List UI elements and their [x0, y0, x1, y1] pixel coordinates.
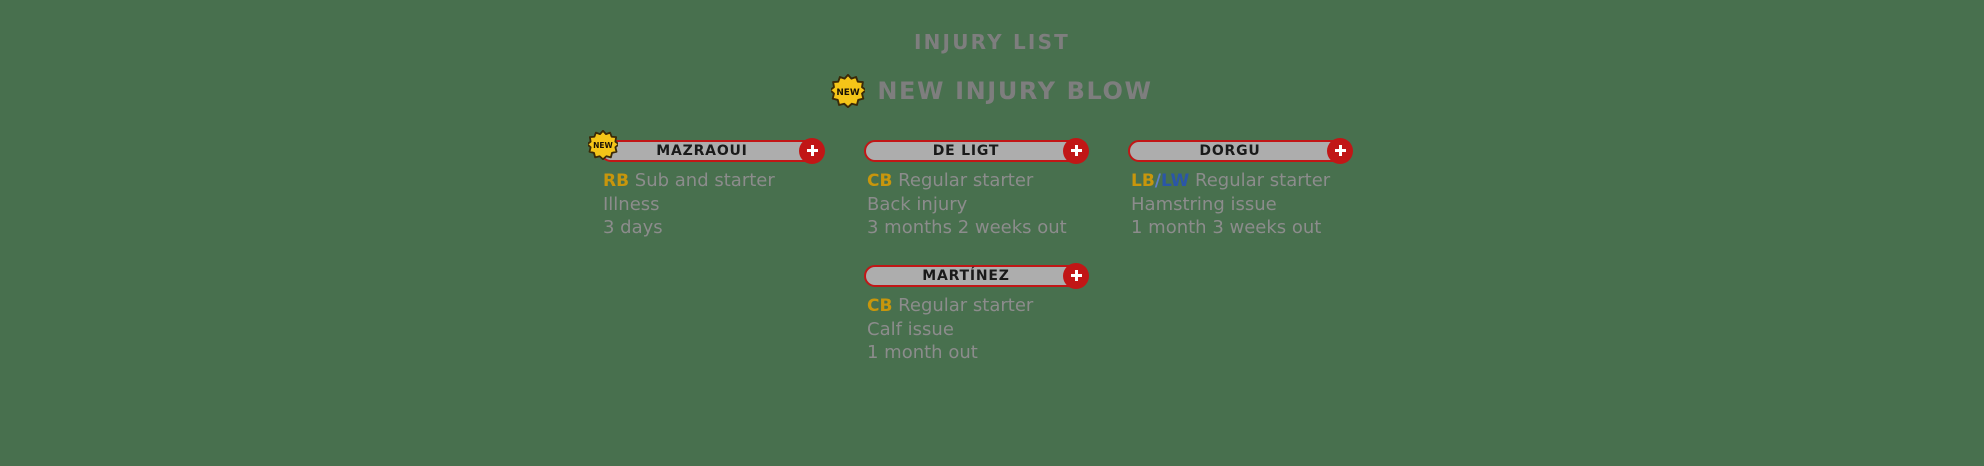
player-role: Regular starter: [898, 170, 1034, 191]
player-nameplate[interactable]: MARTÍNEZ: [864, 263, 1089, 289]
page-title: INJURY LIST: [913, 30, 1071, 54]
new-starburst-icon: NEW: [831, 74, 866, 108]
player-role: Regular starter: [1195, 170, 1331, 191]
injury-duration: 1 month 3 weeks out: [1131, 217, 1322, 238]
medical-cross-icon: [799, 138, 825, 164]
player-name: MAZRAOUI: [656, 143, 748, 159]
injury-type: Calf issue: [867, 319, 954, 340]
player-role: Regular starter: [898, 295, 1034, 316]
injury-type: Hamstring issue: [1131, 194, 1277, 215]
medical-cross-icon: [1063, 138, 1089, 164]
medical-cross-icon: [1327, 138, 1353, 164]
svg-text:NEW: NEW: [593, 141, 613, 150]
injury-card[interactable]: DE LIGT CB Regular starter Back injury 3…: [864, 138, 1122, 239]
position-role-line: RB Sub and starter: [603, 169, 858, 193]
injury-type: Illness: [603, 194, 660, 215]
medical-cross-icon: [1063, 263, 1089, 289]
injury-list-header: INJURY LIST NEW NEW INJURY BLOW: [0, 0, 1984, 108]
injury-details: CB Regular starter Back injury 3 months …: [864, 169, 1122, 239]
new-injury-blow-title: NEW INJURY BLOW: [877, 77, 1153, 105]
player-nameplate[interactable]: NEW MAZRAOUI: [588, 130, 825, 164]
position-separator: /: [1154, 171, 1162, 191]
player-name: DORGU: [1199, 143, 1261, 159]
position-badge: LB: [1131, 171, 1155, 191]
injury-duration: 3 days: [603, 217, 663, 238]
new-injury-blow-row: NEW NEW INJURY BLOW: [0, 74, 1984, 108]
player-name: DE LIGT: [932, 143, 1000, 159]
injury-details: LB/LW Regular starter Hamstring issue 1 …: [1128, 169, 1386, 239]
injury-type: Back injury: [867, 194, 968, 215]
injury-duration: 1 month out: [867, 342, 978, 363]
position-role-line: LB/LW Regular starter: [1131, 169, 1386, 193]
position-badge: RB: [603, 171, 630, 191]
injury-details: CB Regular starter Calf issue 1 month ou…: [864, 294, 1122, 364]
position-badge: CB: [867, 296, 893, 316]
player-name: MARTÍNEZ: [922, 268, 1010, 284]
injury-card[interactable]: MARTÍNEZ CB Regular starter Calf issue 1…: [864, 263, 1122, 364]
player-nameplate[interactable]: DORGU: [1128, 138, 1353, 164]
new-starburst-icon: NEW: [588, 130, 618, 160]
position-role-line: CB Regular starter: [867, 294, 1122, 318]
player-nameplate[interactable]: DE LIGT: [864, 138, 1089, 164]
injury-card[interactable]: DORGU LB/LW Regular starter Hamstring is…: [1128, 138, 1386, 239]
injury-card[interactable]: NEW MAZRAOUI RB Sub and starter Illness …: [588, 130, 858, 239]
position-role-line: CB Regular starter: [867, 169, 1122, 193]
injury-details: RB Sub and starter Illness 3 days: [600, 169, 858, 239]
injury-cards-grid: NEW MAZRAOUI RB Sub and starter Illness …: [0, 130, 1984, 364]
injury-duration: 3 months 2 weeks out: [867, 217, 1067, 238]
position-badge: CB: [867, 171, 893, 191]
position-badge: LW: [1161, 171, 1190, 191]
svg-text:NEW: NEW: [837, 88, 861, 98]
player-role: Sub and starter: [634, 170, 775, 191]
